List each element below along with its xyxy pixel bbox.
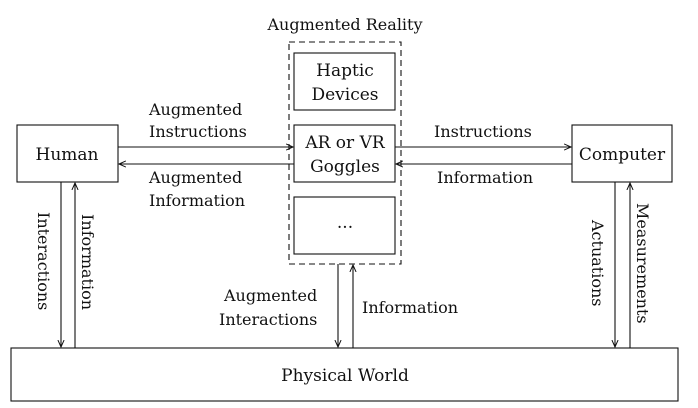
actuations-label: Actuations bbox=[588, 219, 607, 306]
augmented-interactions-label-1: Augmented bbox=[223, 286, 317, 305]
augmented-interactions-label-2: Interactions bbox=[219, 310, 317, 329]
computer-label: Computer bbox=[579, 145, 666, 165]
ar-group-title: Augmented Reality bbox=[266, 15, 422, 34]
measurements-label: Measurements bbox=[633, 203, 652, 324]
goggles-label-2: Goggles bbox=[310, 157, 380, 177]
haptic-label-2: Devices bbox=[311, 85, 378, 105]
information-right-label: Information bbox=[437, 168, 533, 187]
ar-group-border bbox=[288, 41, 402, 265]
goggles-node: AR or VR Goggles bbox=[293, 124, 396, 183]
goggles-label-1: AR or VR bbox=[304, 133, 386, 153]
interactions-label: Interactions bbox=[34, 212, 53, 310]
human-node: Human bbox=[16, 124, 119, 183]
human-label: Human bbox=[36, 145, 99, 165]
haptic-devices-node: Haptic Devices bbox=[293, 52, 396, 111]
augmented-information-label-2: Information bbox=[149, 191, 245, 210]
information-center-label: Information bbox=[362, 298, 458, 317]
physical-world-label: Physical World bbox=[281, 366, 409, 386]
information-left-label: Information bbox=[78, 214, 97, 310]
physical-world-node: Physical World bbox=[10, 347, 679, 402]
augmented-instructions-label-2: Instructions bbox=[149, 122, 247, 141]
other-devices-node: ... bbox=[293, 196, 396, 255]
augmented-instructions-label-1: Augmented bbox=[148, 100, 242, 119]
computer-node: Computer bbox=[571, 124, 673, 183]
haptic-label-1: Haptic bbox=[316, 61, 374, 81]
other-devices-label: ... bbox=[337, 213, 353, 233]
augmented-information-label-1: Augmented bbox=[148, 168, 242, 187]
instructions-label: Instructions bbox=[434, 122, 532, 141]
